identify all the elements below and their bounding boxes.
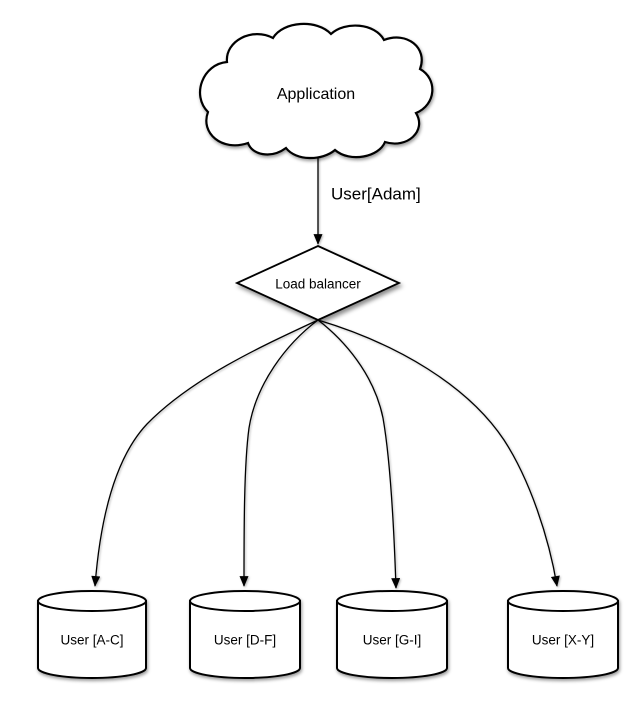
- db-cylinder-body: [336, 600, 448, 679]
- db-cylinder-body: [37, 600, 147, 679]
- edge-load-balancer-to-shard-d-f: [239, 319, 319, 587]
- db-cylinder-top: [189, 590, 301, 612]
- db-cylinder-body: [189, 600, 301, 679]
- shard-node-d-f: User [D-F]: [189, 590, 301, 679]
- application-node-label: Application: [277, 86, 355, 103]
- cloud-shape: [198, 22, 434, 160]
- db-cylinder-top: [336, 590, 448, 612]
- shard-label-g-i: User [G-I]: [363, 633, 422, 648]
- diagram-edges: [91, 150, 560, 589]
- shard-label-d-f: User [D-F]: [214, 633, 276, 648]
- load-balancer-node: Load balancer: [234, 245, 402, 321]
- load-balancer-node-label: Load balancer: [275, 277, 361, 292]
- diamond-shape: [234, 245, 402, 321]
- edge-load-balancer-to-shard-x-y: [317, 319, 560, 587]
- shard-node-g-i: User [G-I]: [336, 590, 448, 679]
- db-cylinder-top: [507, 590, 619, 612]
- shard-label-x-y: User [X-Y]: [532, 633, 594, 648]
- shard-node-a-c: User [A-C]: [37, 590, 147, 679]
- shard-node-x-y: User [X-Y]: [507, 590, 619, 679]
- shard-label-a-c: User [A-C]: [60, 633, 123, 648]
- edge-label-user-adam: User[Adam]: [331, 184, 421, 203]
- db-cylinder-top: [37, 590, 147, 612]
- application-cloud-node: Application: [198, 22, 434, 160]
- db-cylinder-body: [507, 600, 619, 679]
- edge-load-balancer-to-shard-g-i: [317, 319, 401, 589]
- edge-load-balancer-to-shard-a-c: [91, 319, 319, 587]
